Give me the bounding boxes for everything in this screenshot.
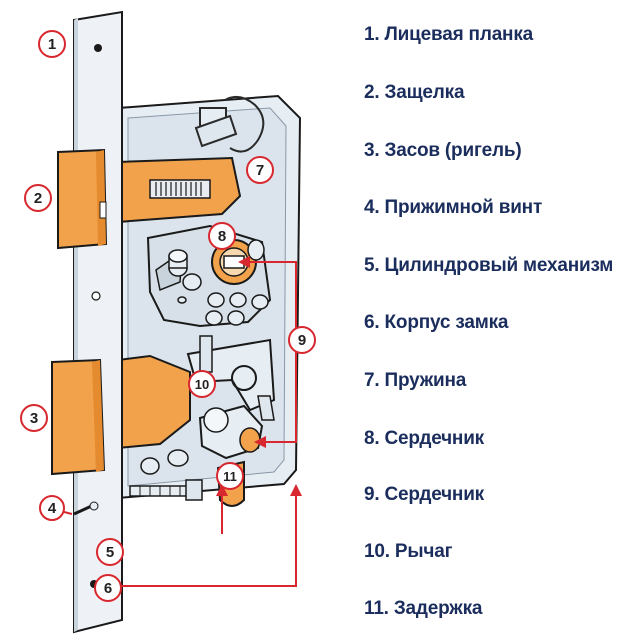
legend-item-6: 6. Корпус замка: [364, 312, 509, 333]
deadbolt-tongue: [51, 358, 106, 476]
legend-item-9: 9. Сердечник: [364, 484, 484, 505]
legend-item-1: 1. Лицевая планка: [364, 24, 534, 45]
callout-4: 4: [39, 495, 65, 521]
svg-text:6: 6: [104, 580, 112, 597]
callout-2: 2: [24, 184, 52, 212]
spring: [194, 95, 265, 153]
svg-text:1: 1: [48, 36, 56, 53]
core-top: [211, 239, 265, 285]
lever: [186, 335, 276, 421]
callout-1: 1: [38, 30, 66, 58]
legend-item-7: 7. Пружина: [364, 370, 467, 391]
small-screw: [73, 501, 99, 516]
callout-10: 10: [188, 370, 216, 398]
callout-9: 9: [288, 326, 316, 354]
legend-item-4: 4. Прижимной винт: [364, 197, 543, 218]
callout-11: 11: [216, 462, 244, 490]
svg-text:7: 7: [256, 162, 264, 179]
pins: [140, 249, 269, 475]
callout-5: 5: [96, 538, 124, 566]
svg-text:2: 2: [34, 190, 42, 207]
arrowheads: [216, 256, 302, 496]
lock-diagram: 1 2 3 4 5 6 7 8 9 10 11: [20, 10, 316, 634]
callout-6: 6: [94, 574, 122, 602]
svg-text:8: 8: [218, 228, 226, 245]
svg-text:4: 4: [48, 500, 57, 517]
latch-tongue: [57, 148, 108, 250]
svg-text:10: 10: [195, 377, 209, 392]
legend-item-8: 8. Сердечник: [364, 428, 484, 449]
svg-text:9: 9: [298, 332, 306, 349]
latch: [117, 156, 242, 224]
callout-3: 3: [20, 404, 48, 432]
svg-text:3: 3: [30, 410, 38, 427]
svg-text:11: 11: [223, 469, 237, 484]
legend-item-2: 2. Защелка: [364, 82, 465, 103]
svg-text:5: 5: [106, 544, 114, 561]
legend-item-11: 11. Задержка: [364, 598, 483, 619]
legend-item-5: 5. Цилиндровый механизм: [364, 255, 614, 276]
legend-item-3: 3. Засов (ригель): [364, 140, 522, 161]
legend-item-10: 10. Рычаг: [364, 541, 453, 562]
clamp-screw: [129, 479, 203, 501]
callout-8: 8: [208, 222, 236, 250]
callout-7: 7: [246, 156, 274, 184]
